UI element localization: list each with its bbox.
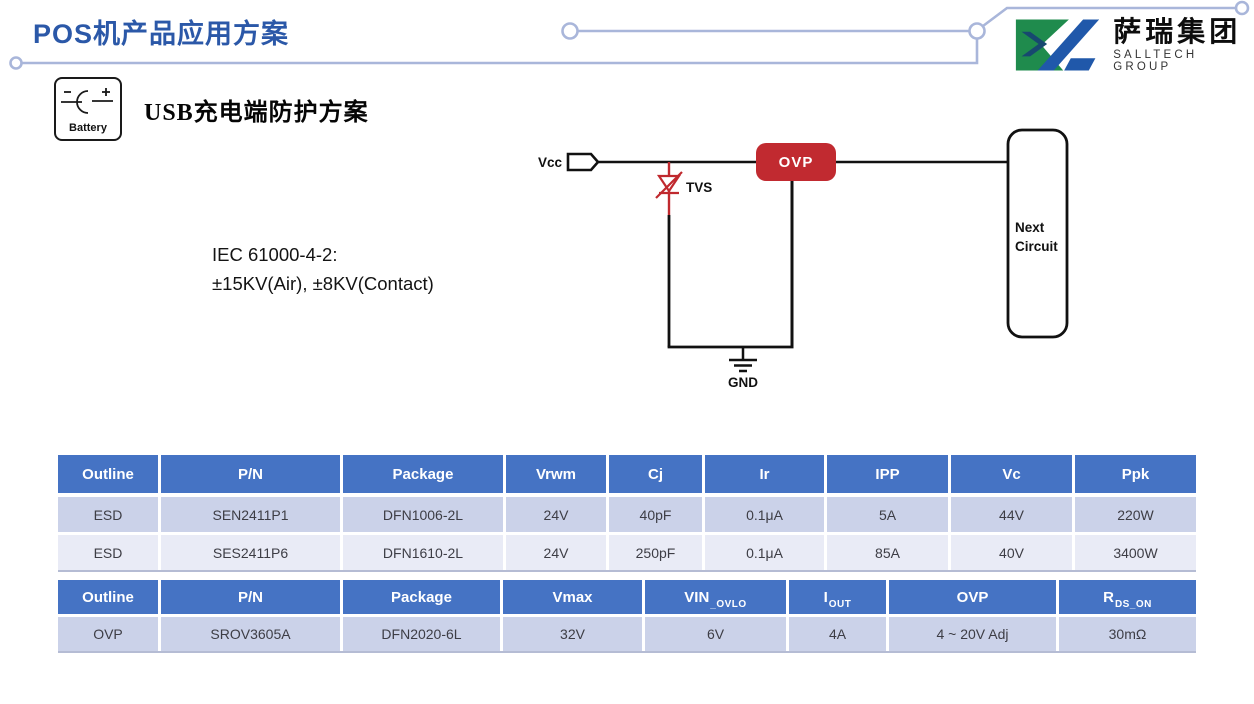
company-logo: 萨瑞集团 SALLTECH GROUP	[1014, 16, 1254, 74]
column-header-label: Vrwm	[535, 465, 577, 483]
table-cell: 40V	[951, 535, 1072, 570]
table-cell: 24V	[506, 497, 606, 532]
decor-circle	[1234, 0, 1250, 16]
table-cell: 40pF	[609, 497, 702, 532]
table-cell: 30mΩ	[1059, 617, 1196, 651]
section-heading: USB充电端防护方案	[144, 100, 369, 126]
column-header-label: I	[823, 588, 828, 606]
column-header-label: Package	[392, 465, 454, 483]
column-header: Vmax	[503, 580, 642, 614]
column-header-label: R	[1103, 588, 1114, 606]
tvs-diode-icon	[655, 171, 683, 199]
column-header-label: Outline	[82, 465, 134, 483]
next-circuit-label-line2: Circuit	[1015, 239, 1058, 254]
table-cell: 5A	[827, 497, 948, 532]
table-cell: 32V	[503, 617, 642, 651]
column-header: IPP	[827, 455, 948, 493]
table-cell: 3400W	[1075, 535, 1196, 570]
vcc-label: Vcc	[538, 155, 563, 170]
table-cell: 24V	[506, 535, 606, 570]
column-header-label: Ppk	[1121, 465, 1150, 483]
table-cell: SES2411P6	[161, 535, 340, 570]
column-header: VIN_OVLO	[645, 580, 786, 614]
table-cell: 4A	[789, 617, 886, 651]
column-header-label: Vmax	[552, 588, 593, 606]
column-header: Package	[343, 580, 500, 614]
table-cell: 220W	[1075, 497, 1196, 532]
table-cell: 250pF	[609, 535, 702, 570]
battery-label: Battery	[69, 122, 107, 134]
battery-card: Battery	[54, 77, 122, 141]
table-cell: OVP	[58, 617, 158, 651]
next-circuit-label-line1: Next	[1015, 220, 1045, 235]
logo-mark-icon	[1015, 19, 1100, 71]
column-header: Vc	[951, 455, 1072, 493]
decor-lines	[9, 0, 1250, 70]
table-cell: 0.1μA	[705, 535, 824, 570]
ovp-label: OVP	[779, 154, 814, 171]
column-header: Ppk	[1075, 455, 1196, 493]
ovp-block	[756, 143, 836, 181]
ground-icon	[729, 347, 757, 373]
table-cell: ESD	[58, 535, 158, 570]
table-cell: 0.1μA	[705, 497, 824, 532]
column-header: OVP	[889, 580, 1056, 614]
column-header-label: Outline	[82, 588, 134, 606]
column-header: Package	[343, 455, 503, 493]
column-header: Outline	[58, 580, 158, 614]
column-header-label: VIN	[684, 588, 710, 606]
column-header-label: Cj	[648, 465, 663, 483]
circuit-diagram: Vcc TVS OVP GND Next Circuit	[538, 128, 1069, 390]
table-cell: DFN2020-6L	[343, 617, 500, 651]
gnd-label: GND	[728, 375, 758, 390]
table-cell: ESD	[58, 497, 158, 532]
vcc-connector	[566, 152, 600, 172]
decor-circle	[968, 22, 986, 40]
column-header: P/N	[161, 580, 340, 614]
column-header-label: P/N	[237, 465, 263, 483]
decor-circle	[9, 56, 23, 70]
column-header-label: Package	[391, 588, 452, 606]
table-cell: SROV3605A	[161, 617, 340, 651]
column-header-label: IPP	[875, 465, 900, 483]
column-header-subscript: DS_ON	[1114, 599, 1152, 610]
column-header-label: Ir	[759, 465, 770, 483]
column-header: Vrwm	[506, 455, 606, 493]
table-cell: DFN1006-2L	[343, 497, 503, 532]
battery-icon	[61, 88, 113, 114]
logo-group-name: SALLTECH GROUP	[1113, 49, 1198, 73]
column-header: Ir	[705, 455, 824, 493]
iec-note-line1: IEC 61000-4-2:	[212, 244, 338, 265]
table-cell: 4 ~ 20V Adj	[889, 617, 1056, 651]
logo-company-name: 萨瑞集团	[1113, 16, 1242, 47]
column-header-label: OVP	[956, 588, 989, 606]
column-header: Cj	[609, 455, 702, 493]
table-cell: 6V	[645, 617, 786, 651]
table-cell: 85A	[827, 535, 948, 570]
next-circuit-block	[1006, 128, 1069, 339]
column-header-label: Vc	[1002, 465, 1021, 483]
column-header-subscript: _OVLO	[710, 599, 747, 610]
page-title: POS机产品应用方案	[33, 19, 290, 49]
decor-circle	[561, 22, 579, 40]
column-header: P/N	[161, 455, 340, 493]
tvs-label: TVS	[686, 180, 712, 195]
table-cell: DFN1610-2L	[343, 535, 503, 570]
column-header-label: P/N	[237, 588, 263, 606]
table-cell: 44V	[951, 497, 1072, 532]
column-header: Outline	[58, 455, 158, 493]
table-cell: SEN2411P1	[161, 497, 340, 532]
table-header-row: Outline P/N Package Vrwm Cj Ir IPP Vc Ppk	[58, 455, 1196, 493]
iec-note: IEC 61000-4-2: ±15KV(Air), ±8KV(Contact)	[212, 240, 434, 298]
column-header-subscript: OUT	[828, 599, 852, 610]
iec-note-line2: ±15KV(Air), ±8KV(Contact)	[212, 273, 434, 294]
